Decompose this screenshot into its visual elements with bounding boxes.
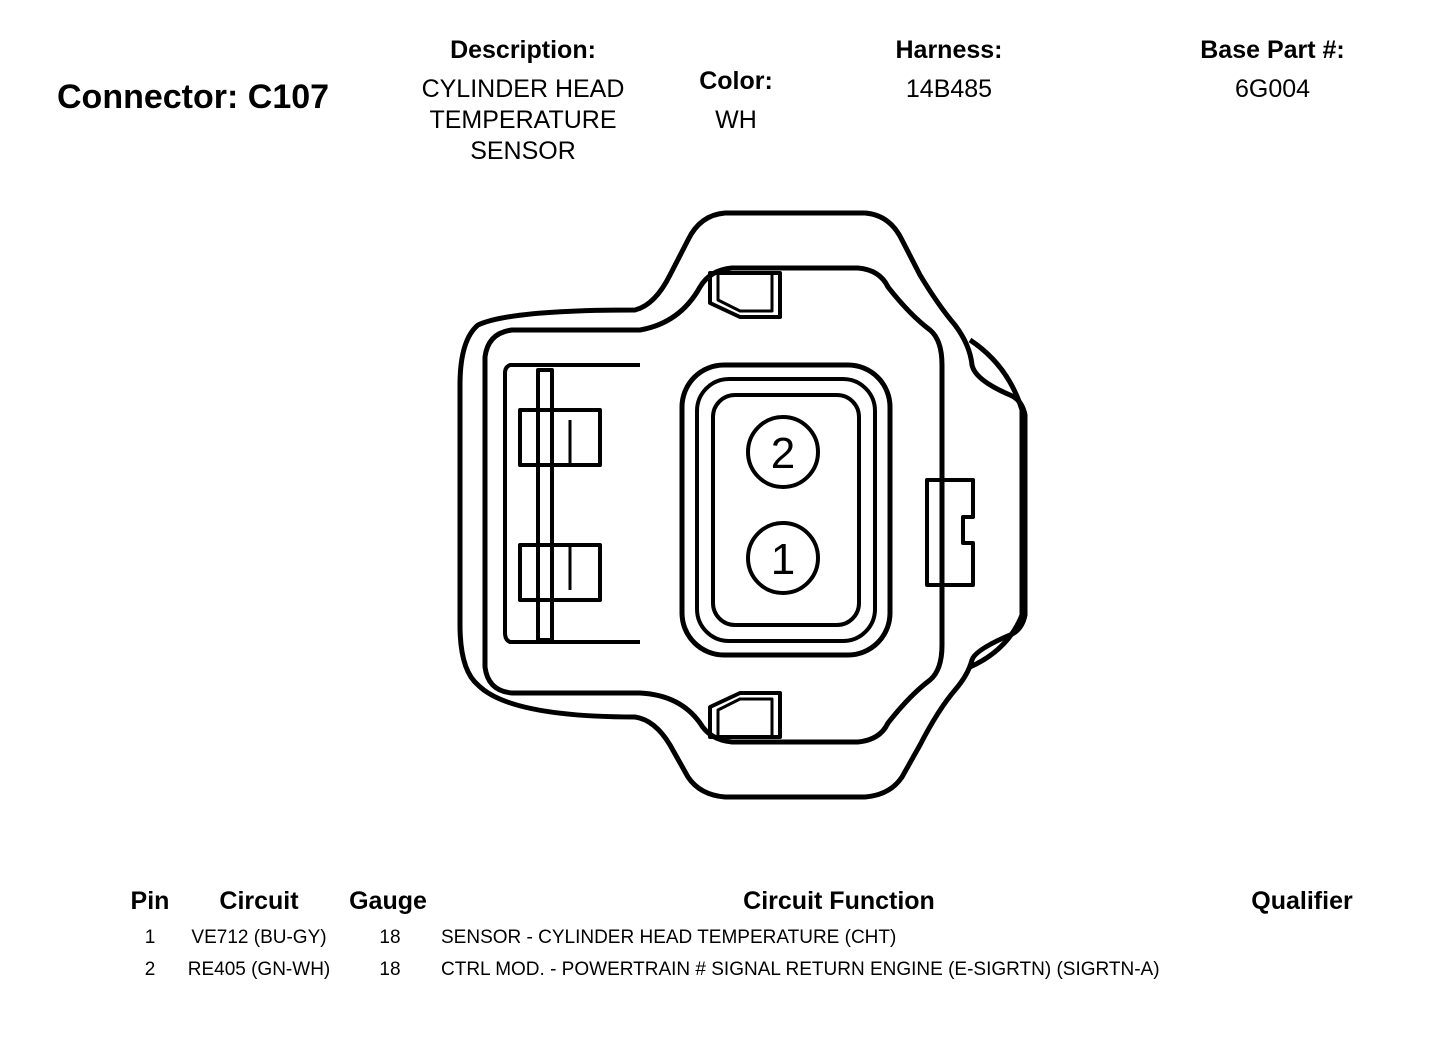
inner-boundary bbox=[503, 363, 640, 644]
harness-value: 14B485 bbox=[905, 75, 993, 103]
housing-inner-outline bbox=[482, 265, 945, 745]
bottom-key-inner bbox=[716, 697, 774, 737]
top-key bbox=[708, 271, 782, 319]
connector-face-diagram: 2 1 bbox=[457, 210, 1028, 800]
table-row: 2 RE405 (GN-WH) 18 CTRL MOD. - POWERTRAI… bbox=[0, 959, 1440, 989]
left-latch-upper bbox=[518, 408, 602, 467]
left-latch-lower bbox=[518, 543, 602, 602]
cell-pin: 2 bbox=[144, 959, 156, 980]
description-line: TEMPERATURE bbox=[429, 106, 617, 134]
cavity-inner bbox=[711, 393, 861, 627]
cavity-middle bbox=[695, 377, 877, 643]
left-latch-detail bbox=[550, 410, 572, 600]
cell-pin: 1 bbox=[144, 927, 156, 948]
bottom-key bbox=[708, 691, 782, 739]
column-header-qualifier: Qualifier bbox=[1251, 887, 1353, 915]
column-header-circuit: Circuit bbox=[219, 887, 299, 915]
color-label: Color: bbox=[699, 67, 773, 95]
housing-right-bulge bbox=[968, 337, 1025, 670]
cell-circuit: VE712 (BU-GY) bbox=[191, 927, 327, 948]
housing-outer-outline bbox=[457, 210, 1028, 800]
right-latch-tab bbox=[925, 478, 975, 587]
pin-1-circle bbox=[746, 521, 820, 595]
left-latch-frame bbox=[536, 368, 554, 642]
cell-gauge: 18 bbox=[379, 959, 401, 980]
connector-title: Connector: C107 bbox=[57, 78, 330, 116]
cell-circuit-function: SENSOR - CYLINDER HEAD TEMPERATURE (CHT) bbox=[441, 927, 897, 948]
column-header-pin: Pin bbox=[130, 887, 170, 915]
color-value: WH bbox=[715, 106, 757, 134]
base-part-label: Base Part #: bbox=[1200, 36, 1345, 64]
cell-circuit: RE405 (GN-WH) bbox=[187, 959, 331, 980]
pin-2-circle bbox=[746, 415, 820, 489]
description-line: SENSOR bbox=[470, 137, 576, 165]
pin-2-label: 2 bbox=[771, 429, 795, 478]
harness-label: Harness: bbox=[895, 36, 1003, 64]
column-header-gauge: Gauge bbox=[349, 887, 427, 915]
description-label: Description: bbox=[450, 36, 596, 64]
description-value: CYLINDER HEAD TEMPERATURE SENSOR bbox=[402, 74, 644, 167]
pin-1-label: 1 bbox=[771, 535, 795, 584]
cell-circuit-function: CTRL MOD. - POWERTRAIN # SIGNAL RETURN E… bbox=[441, 959, 1160, 980]
column-header-circuit-function: Circuit Function bbox=[743, 887, 935, 915]
base-part-value: 6G004 bbox=[1234, 75, 1311, 103]
cell-gauge: 18 bbox=[379, 927, 401, 948]
cavity-outer bbox=[679, 362, 893, 658]
top-key-inner bbox=[716, 273, 774, 313]
table-row: 1 VE712 (BU-GY) 18 SENSOR - CYLINDER HEA… bbox=[0, 927, 1440, 957]
description-line: CYLINDER HEAD bbox=[421, 75, 625, 103]
